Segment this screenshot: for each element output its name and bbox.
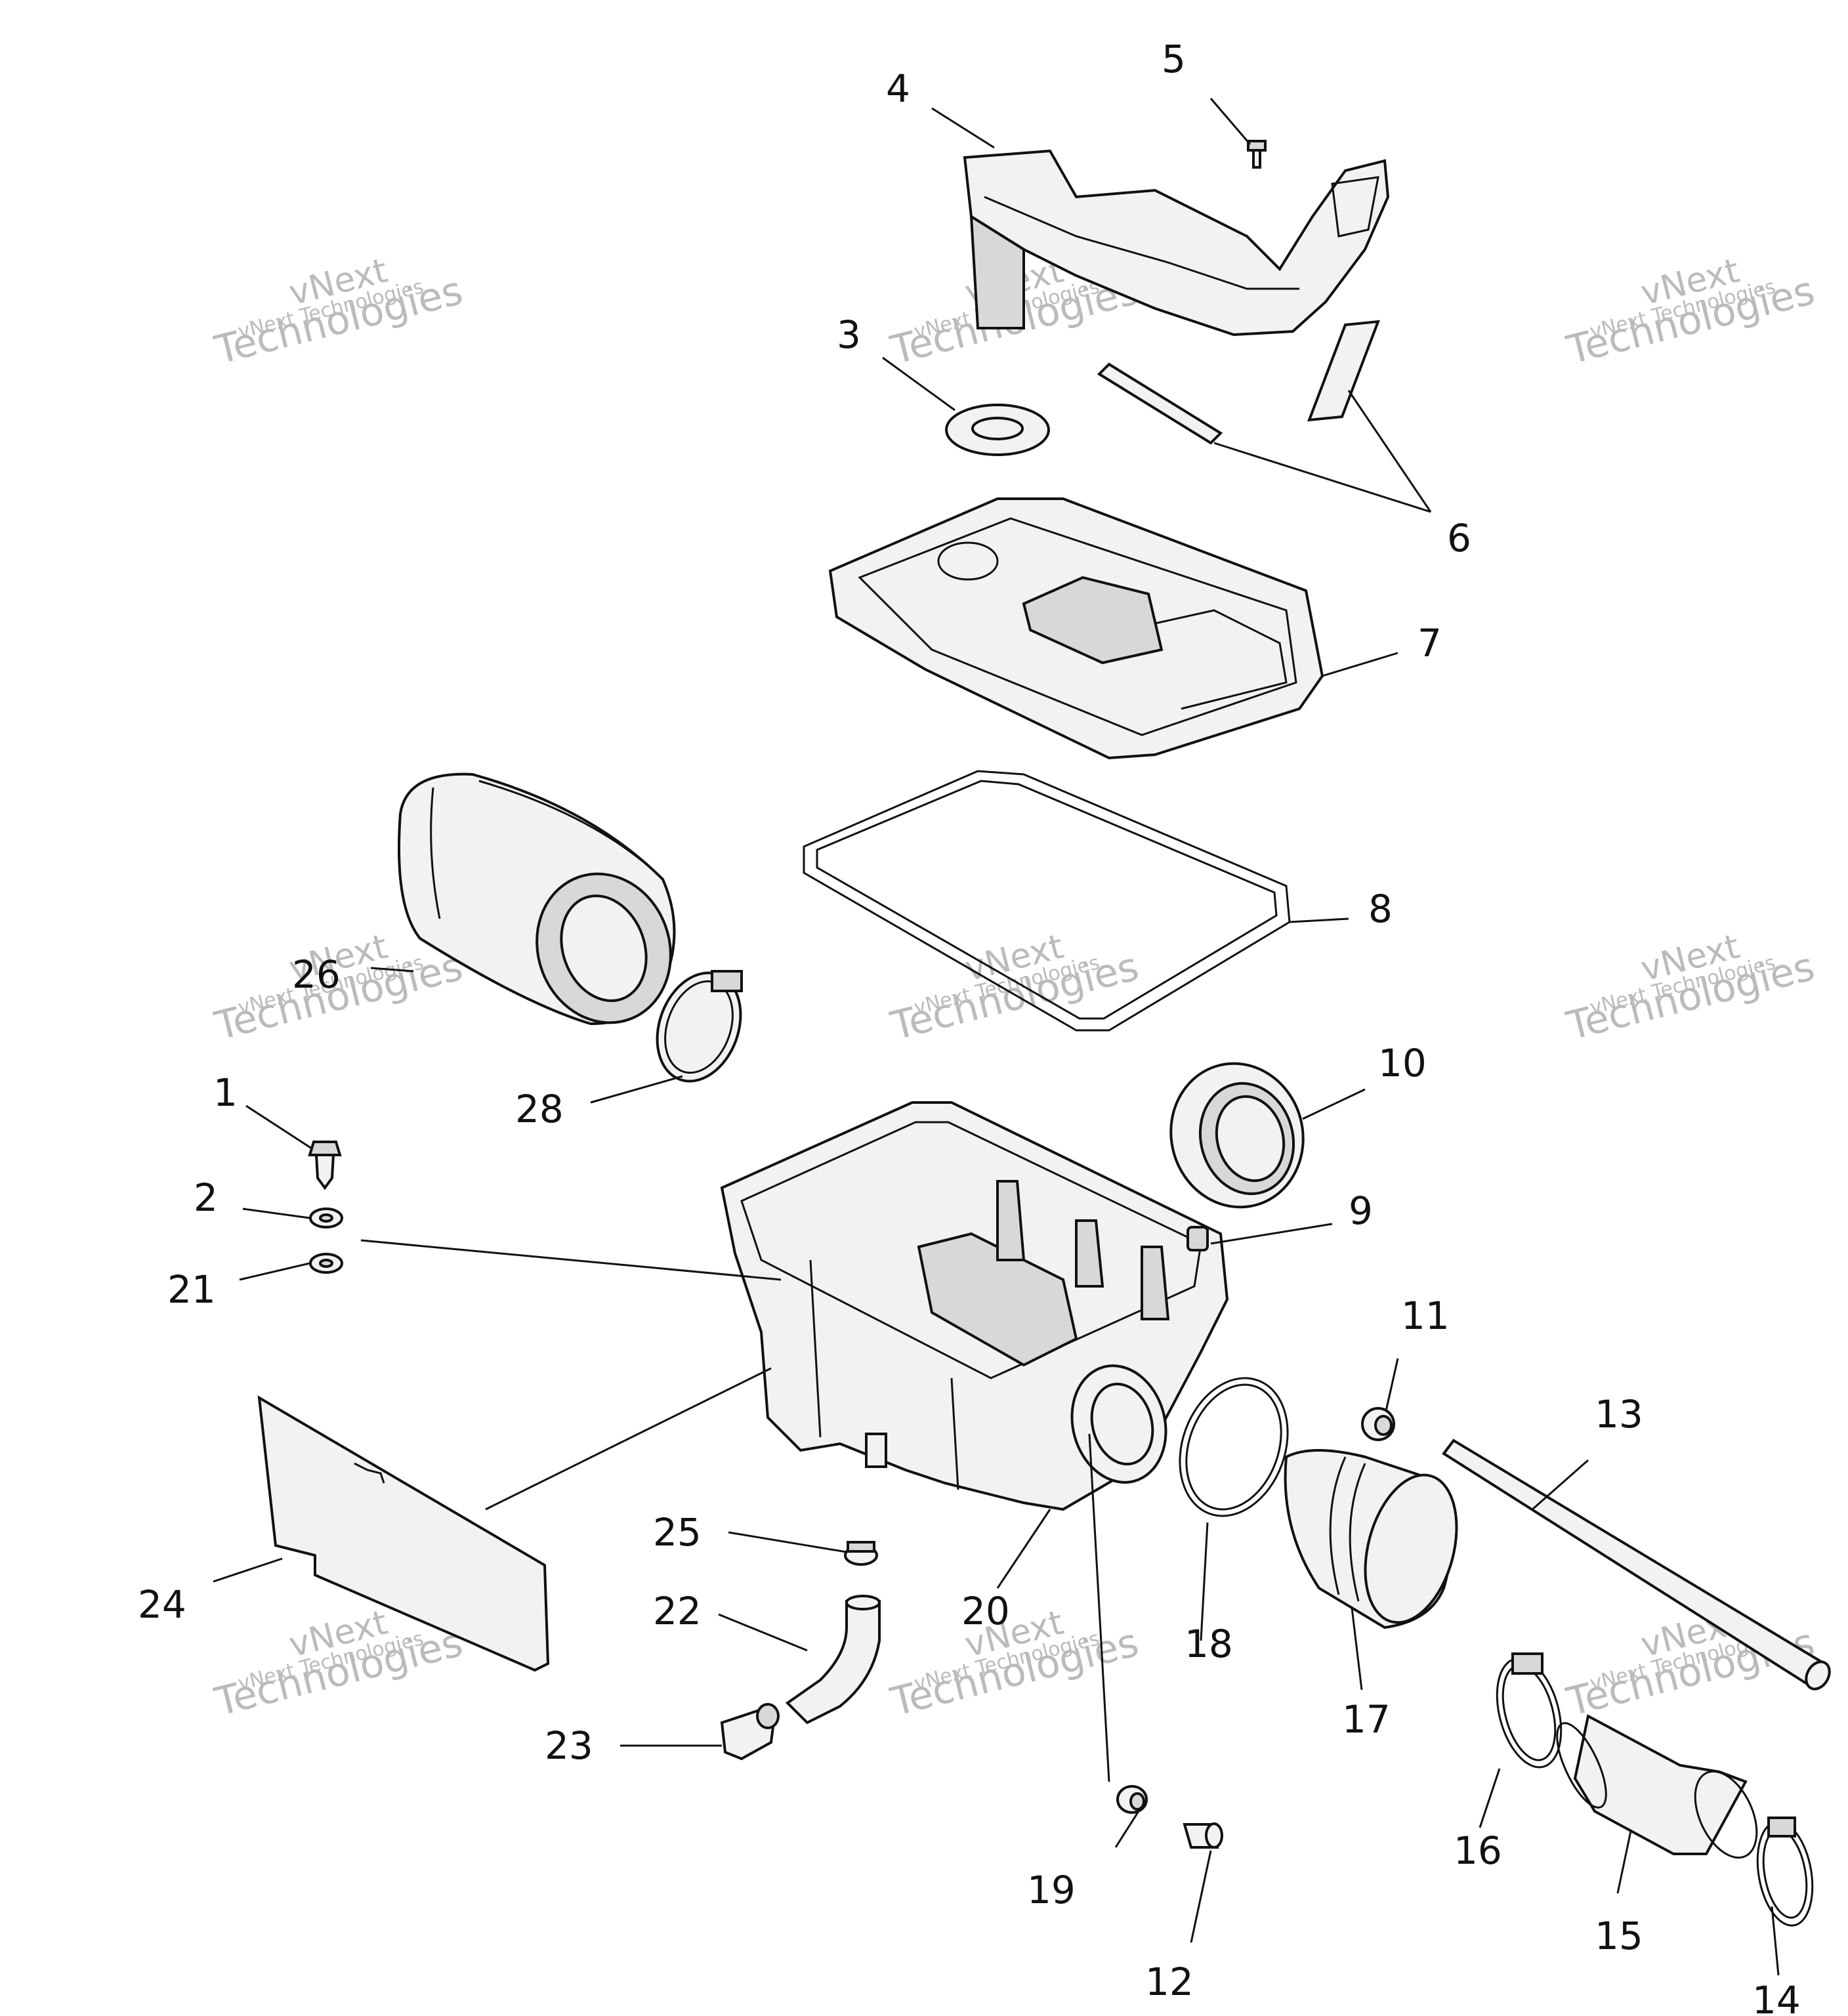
- part-22-drain-hose: [785, 1595, 881, 1725]
- callout-25: 25: [653, 1510, 702, 1555]
- leader-lines: [213, 98, 1780, 1976]
- part-23-fitting: [720, 1703, 780, 1761]
- callout-6: 6: [1447, 516, 1471, 560]
- part-9-clip: [1186, 1226, 1209, 1251]
- callout-13: 13: [1595, 1392, 1643, 1437]
- callout-11: 11: [1401, 1293, 1450, 1338]
- callout-16: 16: [1454, 1828, 1502, 1873]
- part-25-hose-clamp: [844, 1541, 878, 1566]
- callout-1: 1: [213, 1070, 238, 1115]
- callout-26: 26: [292, 952, 341, 997]
- callout-18: 18: [1185, 1622, 1233, 1666]
- part-1-bolt: [308, 1141, 342, 1190]
- part-7-airbox-lid: [828, 497, 1324, 760]
- callout-4: 4: [886, 66, 910, 111]
- callout-19: 19: [1027, 1868, 1076, 1912]
- part-16-clamp: [1496, 1652, 1563, 1769]
- callout-12: 12: [1145, 1960, 1194, 2004]
- part-24-panel: [257, 1395, 550, 1672]
- part-21-washer: [309, 1253, 343, 1274]
- callout-15: 15: [1595, 1914, 1643, 1958]
- part-19-plug: [1116, 1785, 1148, 1814]
- callout-3: 3: [837, 312, 861, 357]
- part-4-intake-duct: [963, 149, 1390, 337]
- callout-24: 24: [138, 1582, 186, 1627]
- callout-28: 28: [515, 1087, 564, 1131]
- callout-5: 5: [1162, 37, 1186, 81]
- callout-23: 23: [545, 1723, 593, 1768]
- watermark-6: vNext Technologies vNext Technologies: [1562, 927, 1819, 1050]
- part-10-coupler-ring: [1169, 1062, 1305, 1209]
- part-12-cap: [1183, 1822, 1223, 1849]
- callout-21: 21: [167, 1267, 216, 1312]
- part-6-foam-strips: [1097, 320, 1381, 445]
- callout-7: 7: [1418, 621, 1442, 665]
- watermark-8: vNext Technologies vNext Technologies: [886, 1603, 1143, 1726]
- callout-8: 8: [1368, 887, 1393, 931]
- callout-17: 17: [1342, 1697, 1391, 1742]
- part-17-intake-boot: [1284, 1449, 1458, 1629]
- callout-2: 2: [194, 1175, 218, 1220]
- part-15-boot: [1556, 1713, 1758, 1859]
- part-13-tube: [1442, 1438, 1831, 1690]
- watermark-3: vNext Technologies vNext Technologies: [1562, 251, 1819, 374]
- part-14-clamp: [1756, 1816, 1814, 1927]
- part-26-air-filter: [398, 772, 676, 1026]
- part-5-screw: [1247, 140, 1267, 169]
- watermark-5: vNext Technologies vNext Technologies: [886, 927, 1143, 1050]
- callout-14: 14: [1752, 1978, 1801, 2016]
- part-11-plug: [1361, 1407, 1395, 1441]
- part-3-grommet: [945, 404, 1050, 456]
- callout-9: 9: [1349, 1188, 1373, 1233]
- callout-10: 10: [1378, 1041, 1427, 1085]
- part-18-o-ring: [1179, 1377, 1289, 1517]
- watermark-1: vNext Technologies vNext Technologies: [210, 251, 467, 374]
- callout-20: 20: [961, 1589, 1010, 1633]
- part-2-washer: [309, 1208, 343, 1228]
- part-20-airbox-base: [720, 1101, 1229, 1511]
- callout-22: 22: [653, 1589, 702, 1633]
- part-28-clamp: [656, 970, 743, 1083]
